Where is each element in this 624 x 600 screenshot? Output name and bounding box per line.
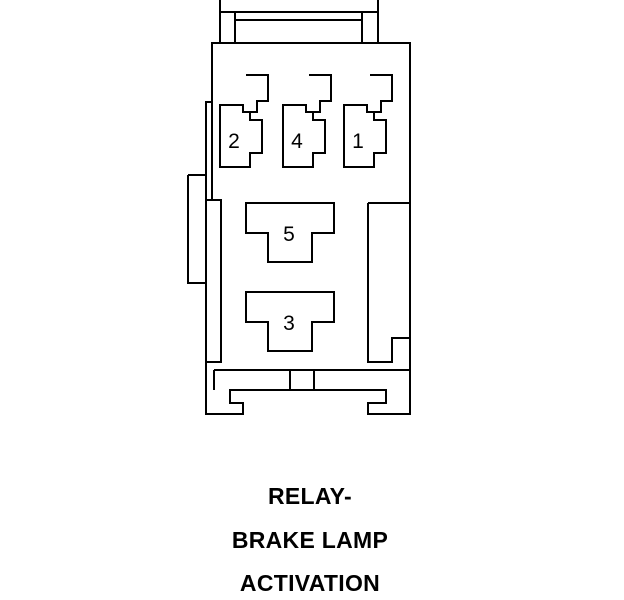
terminal-pin-5: [245, 202, 335, 263]
caption-line-2: BRAKE LAMP: [231, 527, 389, 553]
caption-line-1: RELAY-: [267, 483, 353, 509]
pin-label-3: 3: [283, 312, 295, 335]
connector-body: [205, 42, 411, 415]
left-side-rails: [187, 102, 222, 363]
terminal-pin-1: [343, 74, 393, 168]
top-latch: [212, 0, 379, 44]
pin-label-1: 1: [352, 130, 364, 153]
pin-label-2: 2: [228, 130, 240, 153]
right-lock-channel: [367, 202, 410, 363]
terminal-pin-3: [245, 291, 335, 352]
pin-label-5: 5: [283, 223, 295, 246]
terminal-pin-4: [282, 74, 332, 168]
caption-line-3: ACTIVATION: [239, 570, 381, 596]
bottom-foot: [213, 369, 410, 391]
pin-label-4: 4: [291, 130, 303, 153]
terminal-pin-2: [219, 74, 269, 168]
relay-connector-drawing: 2 4 1 5 3: [187, 0, 411, 415]
